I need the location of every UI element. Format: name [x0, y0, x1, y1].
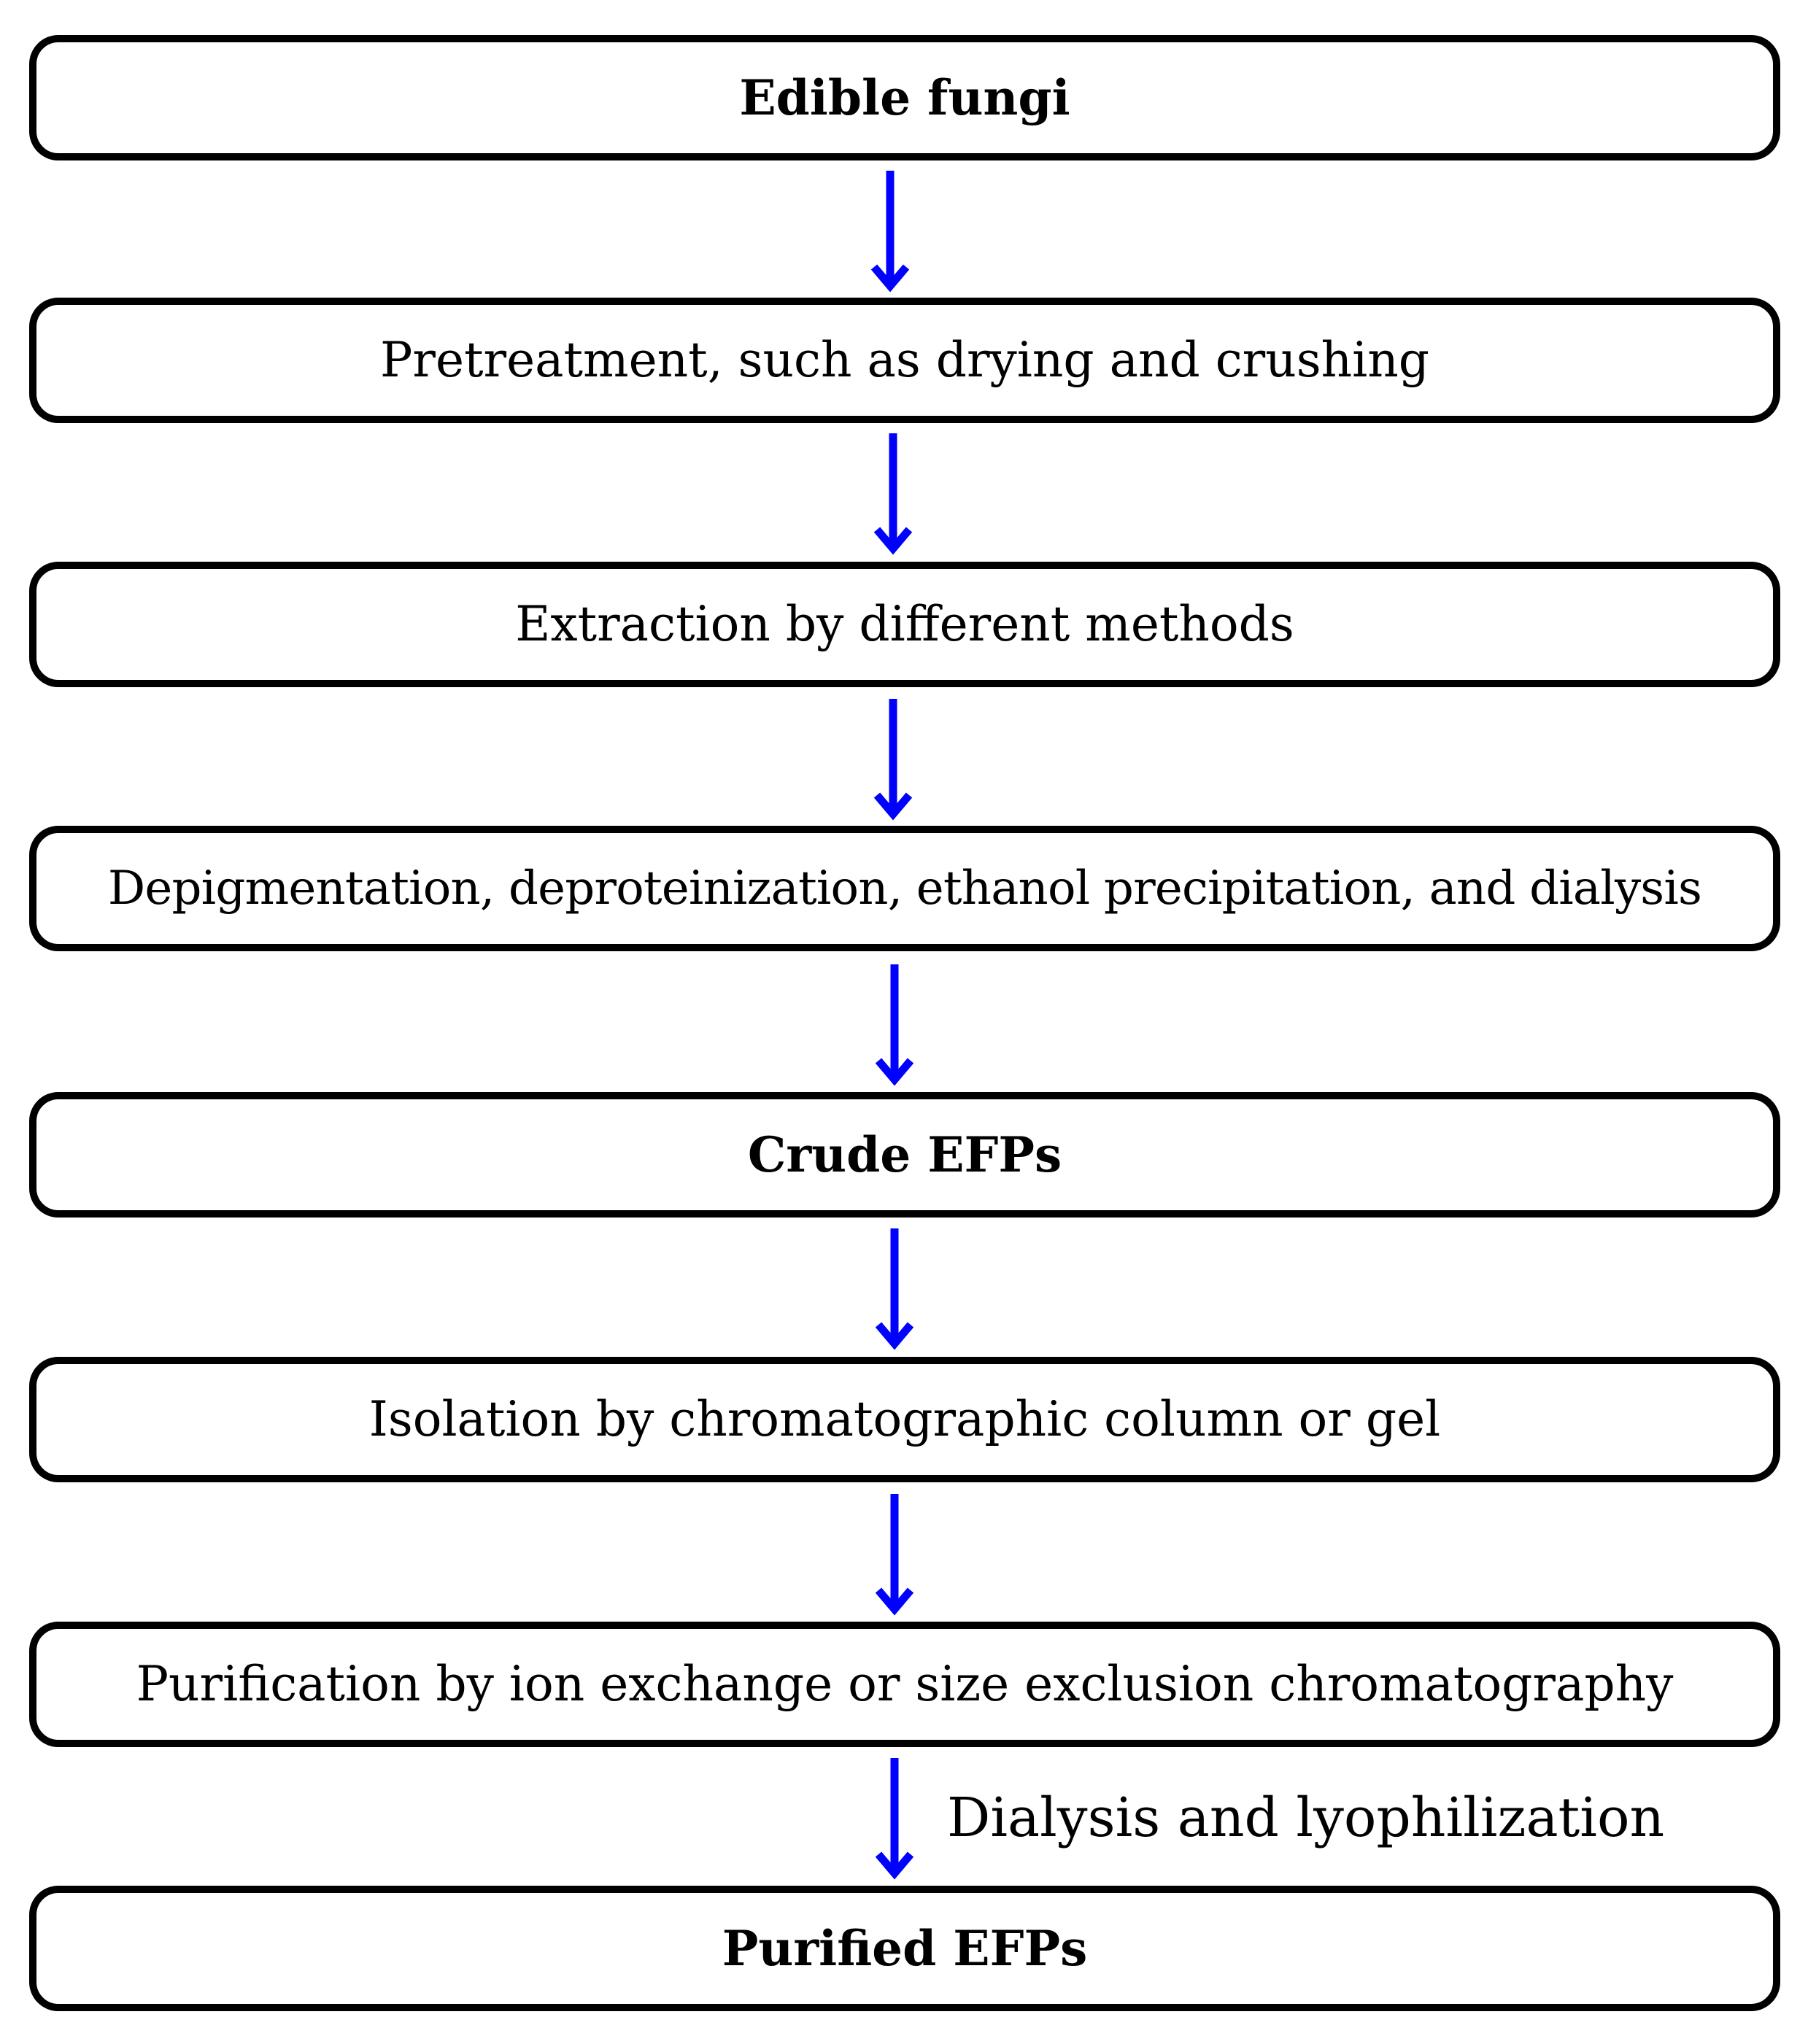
- step-label: Crude EFPs: [747, 1126, 1062, 1183]
- down-arrow-icon: [873, 1757, 916, 1881]
- arrow-note: Dialysis and lyophilization: [947, 1786, 1665, 1849]
- down-arrow-icon: [871, 697, 915, 821]
- step-label: Edible fungi: [739, 69, 1070, 126]
- step-isolation: Isolation by chromatographic column or g…: [29, 1357, 1780, 1482]
- step-edible-fungi: Edible fungi: [29, 35, 1780, 160]
- step-label: Isolation by chromatographic column or g…: [368, 1391, 1441, 1447]
- step-label: Depigmentation, deproteinization, ethano…: [107, 862, 1702, 915]
- step-extraction: Extraction by different methods: [29, 562, 1780, 687]
- step-label: Extraction by different methods: [515, 596, 1294, 652]
- step-depigmentation: Depigmentation, deproteinization, ethano…: [29, 826, 1780, 951]
- step-pretreatment: Pretreatment, such as drying and crushin…: [29, 298, 1780, 423]
- step-crude-efps: Crude EFPs: [29, 1092, 1780, 1218]
- down-arrow-icon: [873, 1227, 916, 1351]
- down-arrow-icon: [868, 169, 912, 293]
- step-purified-efps: Purified EFPs: [29, 1886, 1780, 2011]
- down-arrow-icon: [873, 963, 916, 1087]
- step-label: Purification by ion exchange or size exc…: [136, 1656, 1674, 1712]
- down-arrow-icon: [873, 1493, 916, 1617]
- step-label: Purified EFPs: [722, 1920, 1088, 1977]
- step-label: Pretreatment, such as drying and crushin…: [380, 332, 1429, 388]
- down-arrow-icon: [871, 432, 915, 556]
- step-purification: Purification by ion exchange or size exc…: [29, 1622, 1780, 1747]
